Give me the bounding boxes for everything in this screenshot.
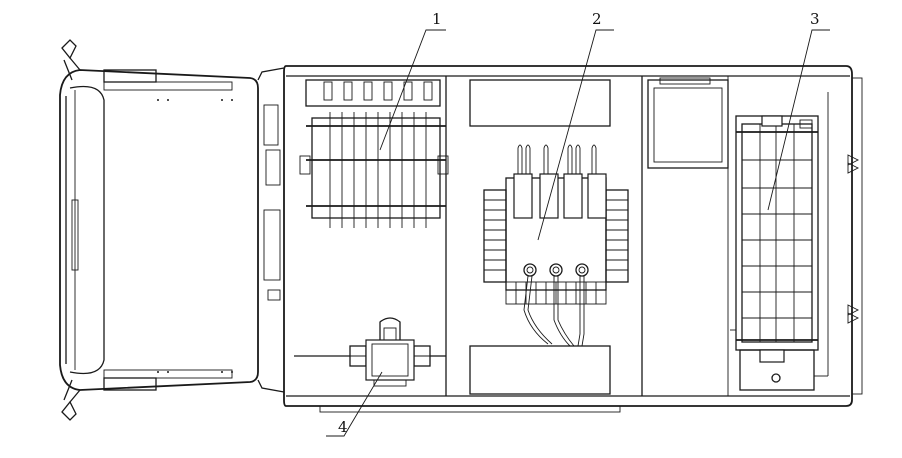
control-cabinet <box>647 77 729 169</box>
callout-label-4: 4 <box>338 418 348 436</box>
rack-connectors <box>323 81 433 101</box>
cargo-body <box>283 65 863 413</box>
rear-latch-lower <box>847 304 860 324</box>
callout-label-1: 1 <box>432 10 442 28</box>
callout-label-3: 3 <box>810 10 820 28</box>
vehicle-cab <box>59 39 259 421</box>
heat-sink-fins-left <box>483 189 507 283</box>
component-2-transformer <box>469 79 629 395</box>
transformer-bushings <box>513 144 607 219</box>
rear-latch-upper <box>847 154 860 174</box>
heat-sink-fins-right <box>605 189 629 283</box>
component-1-rack <box>299 79 449 228</box>
component-4-device <box>294 317 446 387</box>
callout-label-2: 2 <box>592 10 602 28</box>
cab-body-junction <box>257 67 285 393</box>
heat-sink-fins-bottom <box>505 281 607 305</box>
right-mirror <box>61 379 81 421</box>
left-mirror <box>61 39 81 81</box>
component-3-frame <box>730 92 829 391</box>
callout-leaders <box>326 29 830 437</box>
